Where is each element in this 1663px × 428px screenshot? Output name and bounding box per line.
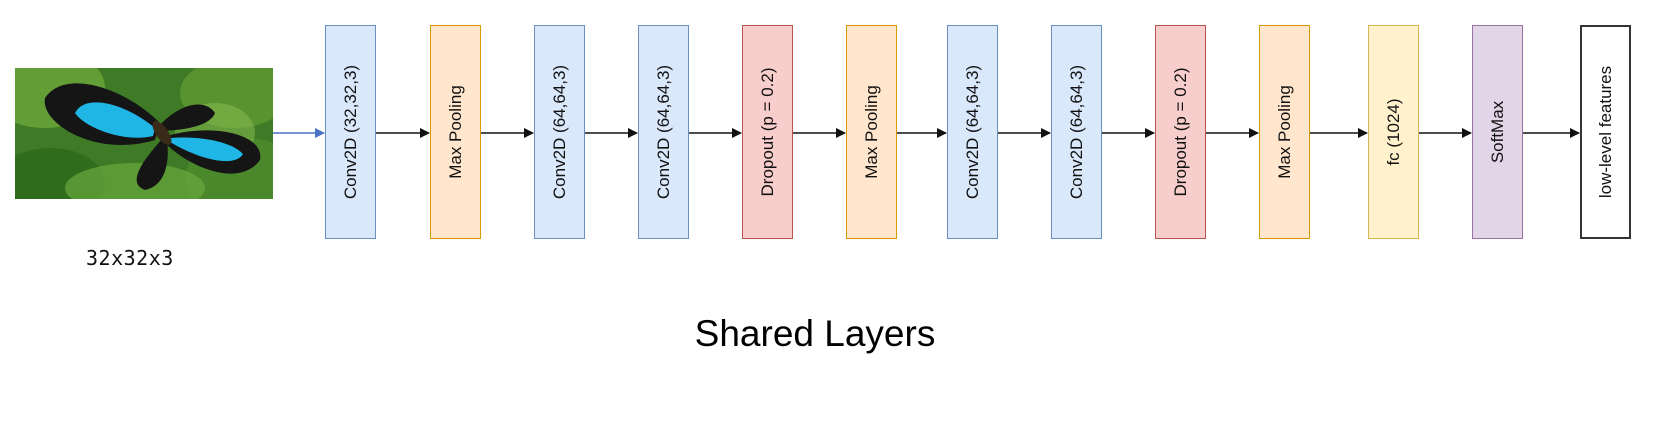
layer-label: SoftMax — [1487, 100, 1507, 164]
layer-label: Conv2D (64,64,3) — [1066, 64, 1086, 200]
layer-label: Conv2D (64,64,3) — [549, 64, 569, 200]
layer-conv2d-5: Conv2D (64,64,3) — [1051, 25, 1102, 239]
layer-softmax: SoftMax — [1472, 25, 1523, 239]
layer-label: Conv2D (32,32,3) — [340, 64, 360, 200]
input-image — [15, 68, 273, 199]
input-size-label: 32x32x3 — [86, 246, 174, 270]
layer-conv2d-2: Conv2D (64,64,3) — [534, 25, 585, 239]
layer-label: Dropout (p = 0.2) — [757, 67, 777, 197]
layer-conv2d-3: Conv2D (64,64,3) — [638, 25, 689, 239]
layer-label: Conv2D (64,64,3) — [962, 64, 982, 200]
layer-label: Max Pooling — [445, 85, 465, 179]
layer-conv2d-1: Conv2D (32,32,3) — [325, 25, 376, 239]
layer-label: Max Pooling — [861, 85, 881, 179]
layer-label: Max Pooling — [1274, 85, 1294, 179]
layer-label: fc (1024) — [1383, 98, 1403, 166]
layer-output: low-level features — [1580, 25, 1631, 239]
layer-conv2d-4: Conv2D (64,64,3) — [947, 25, 998, 239]
diagram-title: Shared Layers — [694, 313, 936, 354]
butterfly-image — [15, 68, 273, 199]
layer-dropout-1: Dropout (p = 0.2) — [742, 25, 793, 239]
layer-label: low-level features — [1595, 65, 1615, 199]
layer-maxpool-1: Max Pooling — [430, 25, 481, 239]
layer-dropout-2: Dropout (p = 0.2) — [1155, 25, 1206, 239]
layer-label: Conv2D (64,64,3) — [653, 64, 673, 200]
layer-maxpool-3: Max Pooling — [1259, 25, 1310, 239]
layer-maxpool-2: Max Pooling — [846, 25, 897, 239]
layer-label: Dropout (p = 0.2) — [1170, 67, 1190, 197]
layer-fc: fc (1024) — [1368, 25, 1419, 239]
